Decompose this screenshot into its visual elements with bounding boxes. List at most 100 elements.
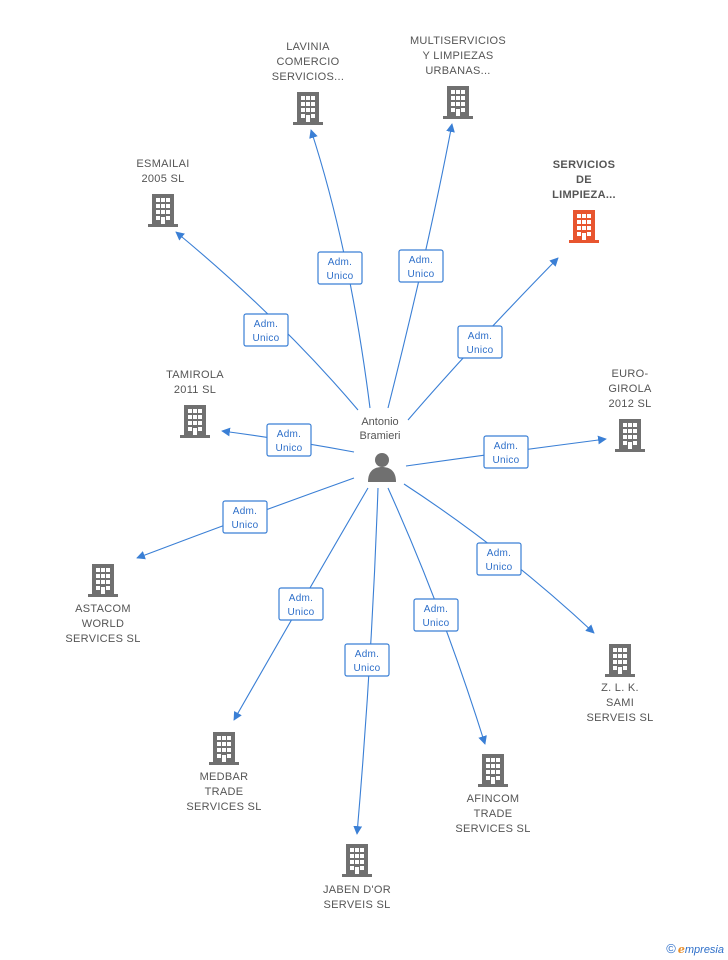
company-label-line-1: LAVINIA [286,41,330,53]
company-node-servicios-limpieza[interactable]: SERVICIOS DE LIMPIEZA... [552,159,616,243]
empresia-watermark: ©empresia [666,941,724,956]
relation-text-line-2: Unico [466,345,493,356]
relation-text-line-2: Unico [326,271,353,282]
relation-text-line-2: Unico [422,618,449,629]
relation-text-line-2: Unico [407,269,434,280]
building-icon [180,405,210,438]
relations-layer: Adm.UnicoAdm.UnicoAdm.UnicoAdm.UnicoAdm.… [222,249,529,677]
company-label-line-1: MEDBAR [200,771,249,783]
brand-initial: e [677,943,685,956]
company-label-line-1: AFINCOM [467,793,520,805]
copyright-icon: © [666,941,676,956]
relation-badge-jaben[interactable]: Adm. Unico [344,643,390,677]
relation-badge-frame [344,643,390,677]
company-label-line-2: Y LIMPIEZAS [423,50,494,62]
company-label-line-1: TAMIROLA [166,369,224,381]
company-label-line-1: JABEN D'OR [323,884,391,896]
building-icon [569,210,599,243]
relation-badge-frame [222,500,268,534]
company-label-line-2: SERVEIS SL [324,899,391,911]
relation-text-line-2: Unico [485,562,512,573]
relation-badge-euro-girola[interactable]: Adm. Unico [483,435,529,469]
relation-badge-astacom[interactable]: Adm. Unico [222,500,268,534]
relation-badge-zlk-sami[interactable]: Adm. Unico [476,542,522,576]
relation-badge-frame [483,435,529,469]
center-person-node[interactable]: Antonio Bramieri [360,416,401,482]
relation-text-line-2: Unico [353,663,380,674]
company-label-line-3: URBANAS... [425,65,490,77]
relation-text-line-1: Adm. [277,429,302,440]
company-label-line-3: SERVICIOS... [272,71,344,83]
person-name-line-2: Bramieri [360,430,401,442]
company-label-line-2: 2005 SL [141,173,184,185]
building-icon [88,564,118,597]
relation-badge-frame [413,598,459,632]
relation-badge-frame [457,325,503,359]
relation-text-line-1: Adm. [233,506,258,517]
company-label-line-1: ASTACOM [75,603,131,615]
company-label-line-2: COMERCIO [277,56,340,68]
company-label-line-3: SERVICES SL [65,633,140,645]
person-icon [368,453,396,482]
company-node-euro-girola[interactable]: EURO- GIROLA 2012 SL [608,368,652,452]
company-label-line-2: DE [576,174,592,186]
company-node-astacom[interactable]: ASTACOM WORLD SERVICES SL [65,564,140,645]
company-node-medbar[interactable]: MEDBAR TRADE SERVICES SL [186,732,261,813]
company-node-multiservicios[interactable]: MULTISERVICIOS Y LIMPIEZAS URBANAS... [410,35,506,119]
company-label-line-1: ESMAILAI [136,158,189,170]
building-icon [605,644,635,677]
relation-badge-multiservicios[interactable]: Adm. Unico [398,249,444,283]
relation-badge-lavinia[interactable]: Adm. Unico [317,251,363,285]
company-node-tamirola[interactable]: TAMIROLA 2011 SL [166,369,224,438]
relation-badge-medbar[interactable]: Adm. Unico [278,587,324,621]
relation-badge-frame [266,423,312,457]
company-node-lavinia[interactable]: LAVINIA COMERCIO SERVICIOS... [272,41,344,125]
relation-text-line-1: Adm. [487,548,512,559]
relation-text-line-1: Adm. [494,441,519,452]
company-label-line-2: 2011 SL [174,384,216,396]
company-node-jaben[interactable]: JABEN D'OR SERVEIS SL [323,844,391,911]
relation-text-line-1: Adm. [409,255,434,266]
company-label-line-3: SERVEIS SL [587,712,654,724]
company-label-line-3: LIMPIEZA... [552,189,616,201]
company-label-line-3: SERVICES SL [455,823,530,835]
company-label-line-2: WORLD [82,618,124,630]
company-label-line-2: TRADE [205,786,244,798]
building-icon [209,732,239,765]
building-icon [443,86,473,119]
company-label-line-1: SERVICIOS [553,159,615,171]
building-icon [478,754,508,787]
company-label-line-2: GIROLA [608,383,652,395]
company-label-line-1: MULTISERVICIOS [410,35,506,47]
relation-text-line-2: Unico [252,333,279,344]
relation-badge-frame [476,542,522,576]
relation-text-line-2: Unico [287,607,314,618]
relation-text-line-1: Adm. [355,649,380,660]
brand-name: mpresia [684,944,724,956]
relation-text-line-2: Unico [492,455,519,466]
relation-badge-tamirola[interactable]: Adm.Unico [266,423,312,457]
relation-badge-frame [278,587,324,621]
relation-badge-esmailai[interactable]: Adm. Unico [243,313,289,347]
building-icon [293,92,323,125]
relation-text-line-1: Adm. [468,331,493,342]
building-icon [615,419,645,452]
company-label-line-1: EURO- [612,368,649,380]
nodes-layer: LAVINIA COMERCIO SERVICIOS... MULTISERVICIO… [65,35,653,911]
relation-badge-servicios-limpieza[interactable]: Adm. Unico [457,325,503,359]
relation-text-line-2: Unico [231,520,258,531]
relation-text-line-1: Adm. [424,604,449,615]
relation-text-line-1: Adm. [254,319,279,330]
person-name-line-1: Antonio [361,416,398,428]
relation-text-line-1: Adm. [289,593,314,604]
building-icon [342,844,372,877]
company-label-line-3: SERVICES SL [186,801,261,813]
company-node-esmailai[interactable]: ESMAILAI 2005 SL [136,158,189,227]
relation-text-line-1: Adm. [328,257,353,268]
relation-badge-afincom[interactable]: Adm. Unico [413,598,459,632]
company-label-line-3: 2012 SL [608,398,651,410]
relation-badge-frame [398,249,444,283]
